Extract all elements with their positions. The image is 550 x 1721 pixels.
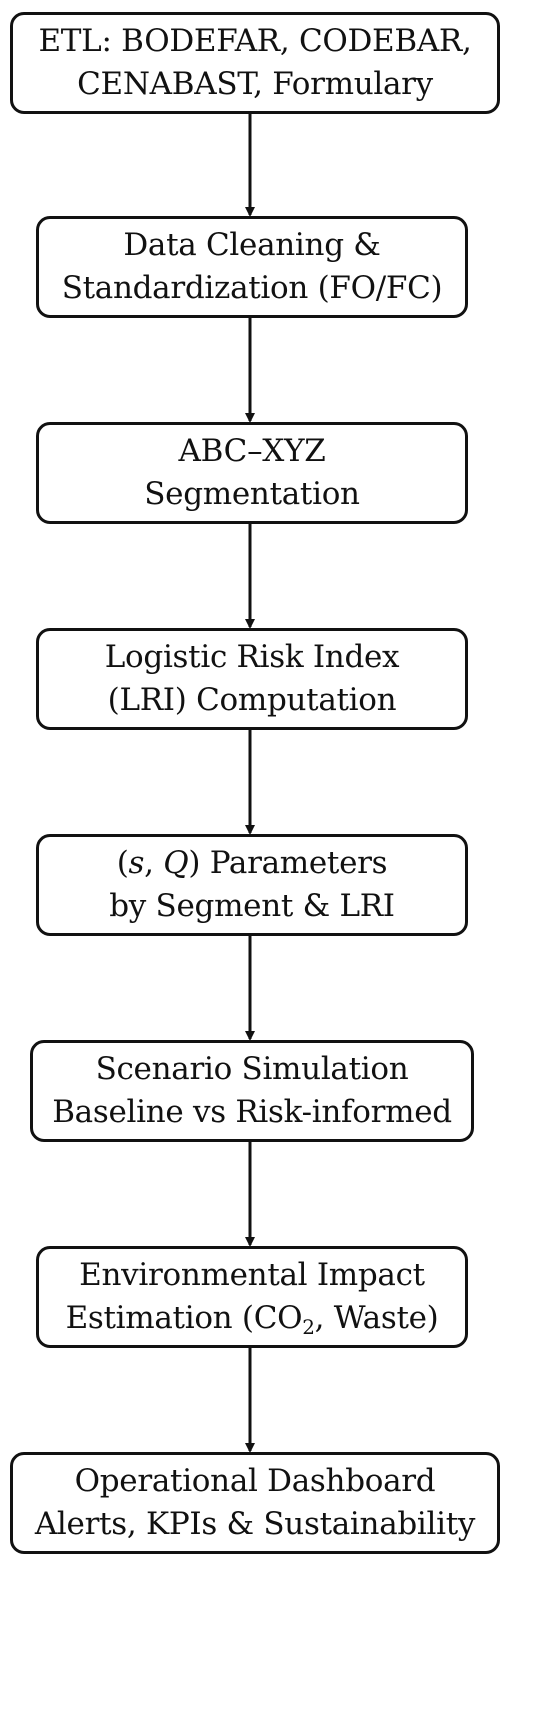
step-lri-line-1: Logistic Risk Index (104, 639, 400, 675)
step-simulation-line-1: Scenario Simulation (95, 1051, 409, 1087)
step-environment-line-2-suffix: , Waste) (314, 1300, 439, 1336)
step-dashboard-box: Operational Dashboard Alerts, KPIs & Sus… (10, 1452, 500, 1554)
step-cleaning-line-2: Standardization (FO/FC) (61, 270, 443, 306)
math-q: Q (163, 845, 189, 881)
step-dashboard-line-2: Alerts, KPIs & Sustainability (34, 1506, 476, 1542)
step-etl-box: ETL: BODEFAR, CODEBAR, CENABAST, Formula… (10, 12, 500, 114)
math-s: s (128, 845, 145, 881)
co2-subscript: 2 (302, 1315, 315, 1339)
step-cleaning-box: Data Cleaning & Standardization (FO/FC) (36, 216, 468, 318)
step-simulation-line-2: Baseline vs Risk-informed (52, 1094, 452, 1130)
step-segmentation-line-2: Segmentation (144, 476, 360, 512)
step-dashboard-line-1: Operational Dashboard (74, 1463, 436, 1499)
step-simulation-box: Scenario Simulation Baseline vs Risk-inf… (30, 1040, 474, 1142)
step-params-line-2: by Segment & LRI (109, 888, 395, 924)
step-segmentation-box: ABC–XYZ Segmentation (36, 422, 468, 524)
step-params-line-1: (s, Q) Parameters (116, 845, 388, 881)
step-environment-box: Environmental Impact Estimation (CO2, Wa… (36, 1246, 468, 1348)
step-params-line-1-suffix: Parameters (200, 845, 388, 881)
step-environment-line-2-prefix: Estimation (CO (65, 1300, 303, 1336)
step-environment-line-2: Estimation (CO2, Waste) (66, 1297, 439, 1340)
step-segmentation-line-1: ABC–XYZ (178, 433, 326, 469)
step-environment-line-1: Environmental Impact (79, 1257, 425, 1293)
step-etl-line-2: CENABAST, Formulary (77, 66, 433, 102)
step-etl-line-1: ETL: BODEFAR, CODEBAR, (38, 23, 472, 59)
step-lri-line-2: (LRI) Computation (107, 682, 397, 718)
step-params-box: (s, Q) Parameters by Segment & LRI (36, 834, 468, 936)
step-cleaning-line-1: Data Cleaning & (123, 227, 381, 263)
step-lri-box: Logistic Risk Index (LRI) Computation (36, 628, 468, 730)
